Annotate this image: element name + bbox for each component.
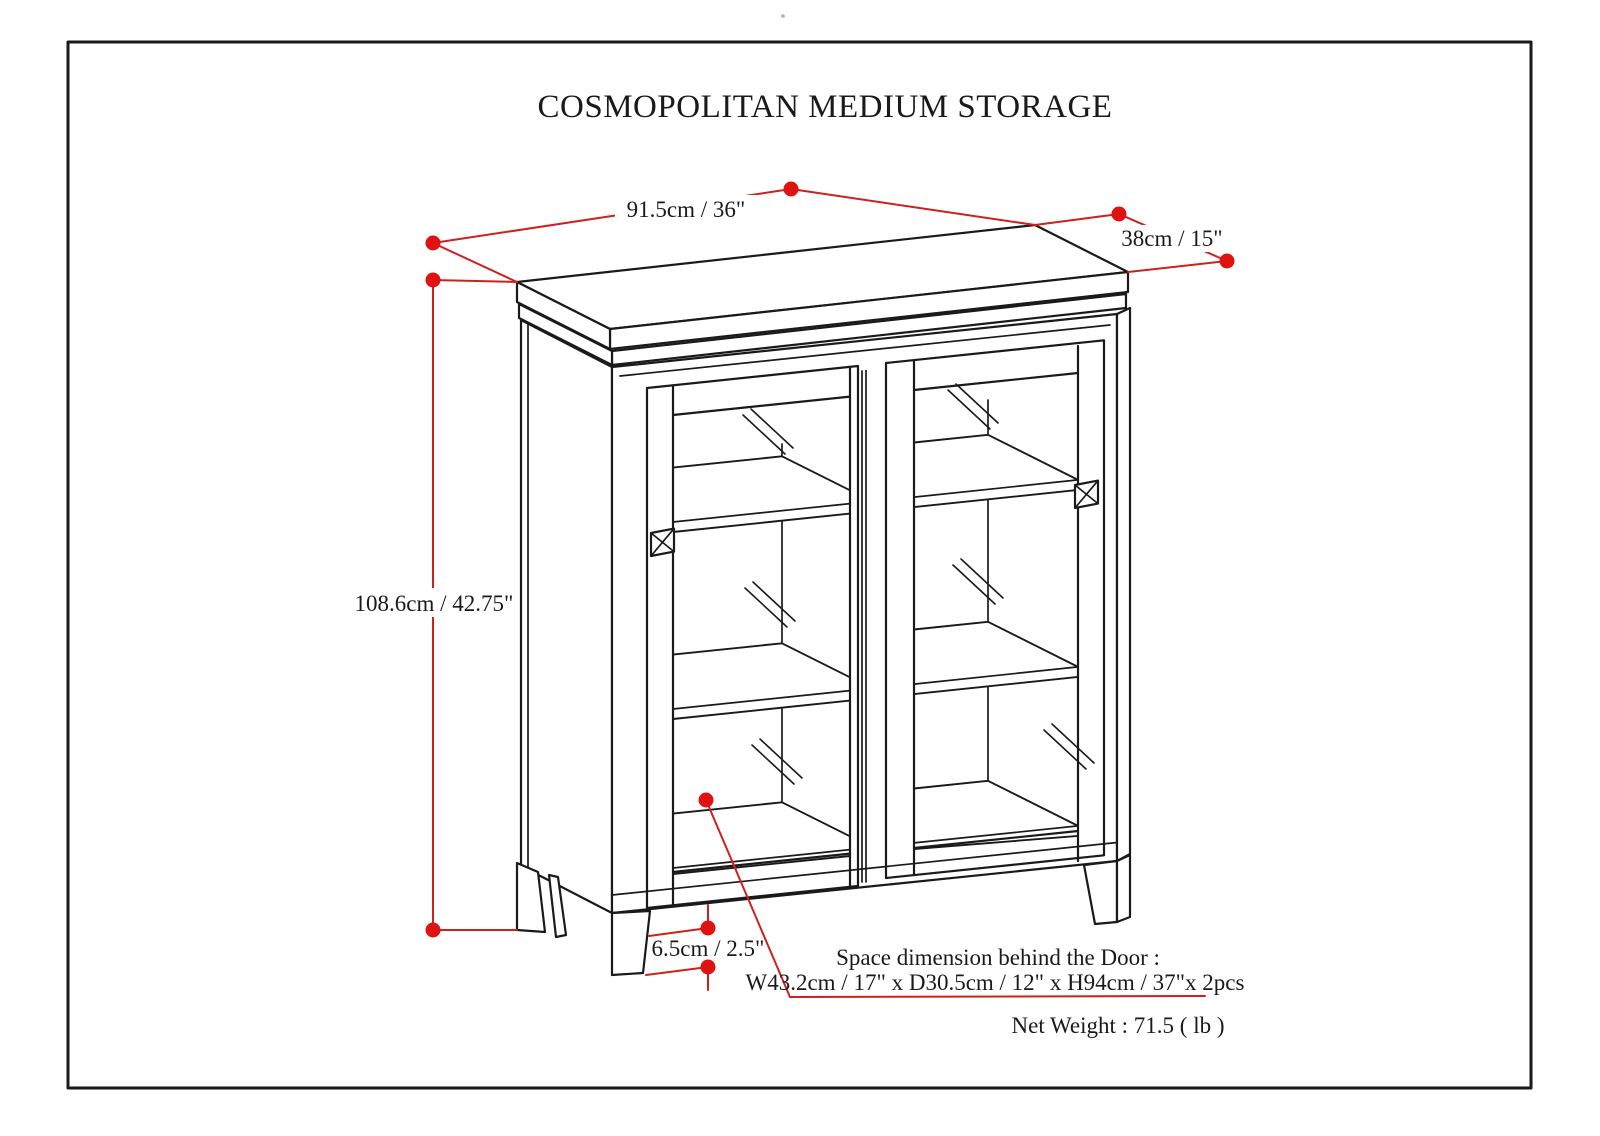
- glass-top-edge: [912, 371, 1080, 392]
- dimension-endpoint-dot: [425, 272, 441, 288]
- door-outline: [645, 364, 860, 910]
- dimension-endpoint-dot: [700, 920, 716, 936]
- glass-bottom-edge: [671, 852, 852, 874]
- glass-bottom-edge: [912, 829, 1080, 850]
- space-dimension-detail: W43.2cm / 17" x D30.5cm / 12" x H94cm / …: [746, 970, 1245, 995]
- print-artifact-dot: [781, 14, 785, 18]
- page-border: [66, 40, 1533, 1090]
- glass-top-edge: [671, 395, 852, 417]
- side-panel-left: [519, 318, 614, 915]
- leg-side-rear: [547, 873, 568, 939]
- leg-side-front: [515, 861, 547, 934]
- drawing-title: COSMOPOLITAN MEDIUM STORAGE: [538, 89, 1113, 125]
- dimension-height: 108.6cm / 42.75": [355, 272, 518, 938]
- top-rail-line: [619, 324, 1111, 377]
- dimension-endpoint-dot: [425, 235, 441, 251]
- shelf-front-edge: [672, 502, 851, 523]
- floor-front-edge: [672, 848, 851, 869]
- cabinet-drawing: [515, 223, 1132, 977]
- interior-space-callout: Space dimension behind the Door : W43.2c…: [698, 792, 1245, 998]
- right-edge-return: [1115, 306, 1132, 863]
- dimension-depth: 38cm / 15": [1034, 206, 1235, 273]
- glass-reflection-hatches: [742, 383, 1095, 785]
- dimension-endpoint-dot: [425, 922, 441, 938]
- sliding-door-right: [884, 339, 1106, 880]
- leg-front-right-return: [1115, 853, 1132, 924]
- door-outline: [884, 339, 1106, 880]
- net-weight-label: Net Weight : 71.5 ( lb ): [1012, 1013, 1225, 1038]
- dimension-endpoint-dot: [1111, 206, 1127, 222]
- crown-molding-left: [517, 302, 614, 367]
- callout-anchor-dot: [698, 792, 714, 808]
- leg-front-left: [610, 909, 652, 977]
- dimension-endpoint-dot: [783, 181, 799, 197]
- bottom-rail-line: [611, 841, 1118, 896]
- x-handle-right-door: [1073, 479, 1100, 510]
- dimension-endpoint-dot: [700, 959, 716, 975]
- space-dimension-title: Space dimension behind the Door :: [836, 945, 1160, 970]
- height-dimension-label: 108.6cm / 42.75": [355, 591, 514, 616]
- depth-dimension-label: 38cm / 15": [1121, 226, 1222, 251]
- shelf-front-edge: [913, 666, 1079, 685]
- floor-front-edge: [913, 825, 1079, 844]
- sliding-door-left: [645, 364, 860, 910]
- x-handle-left-door: [649, 527, 676, 558]
- leg-front-right: [1082, 859, 1119, 926]
- shelf-front-edge: [672, 689, 851, 710]
- dimension-leg-height: 6.5cm / 2.5": [645, 904, 765, 991]
- shelf-front-edge: [913, 479, 1079, 498]
- dimension-endpoint-dot: [1219, 253, 1235, 269]
- dimension-width: 91.5cm / 36": [425, 181, 1036, 283]
- width-dimension-label: 91.5cm / 36": [627, 197, 746, 222]
- leg-dimension-label: 6.5cm / 2.5": [652, 936, 765, 961]
